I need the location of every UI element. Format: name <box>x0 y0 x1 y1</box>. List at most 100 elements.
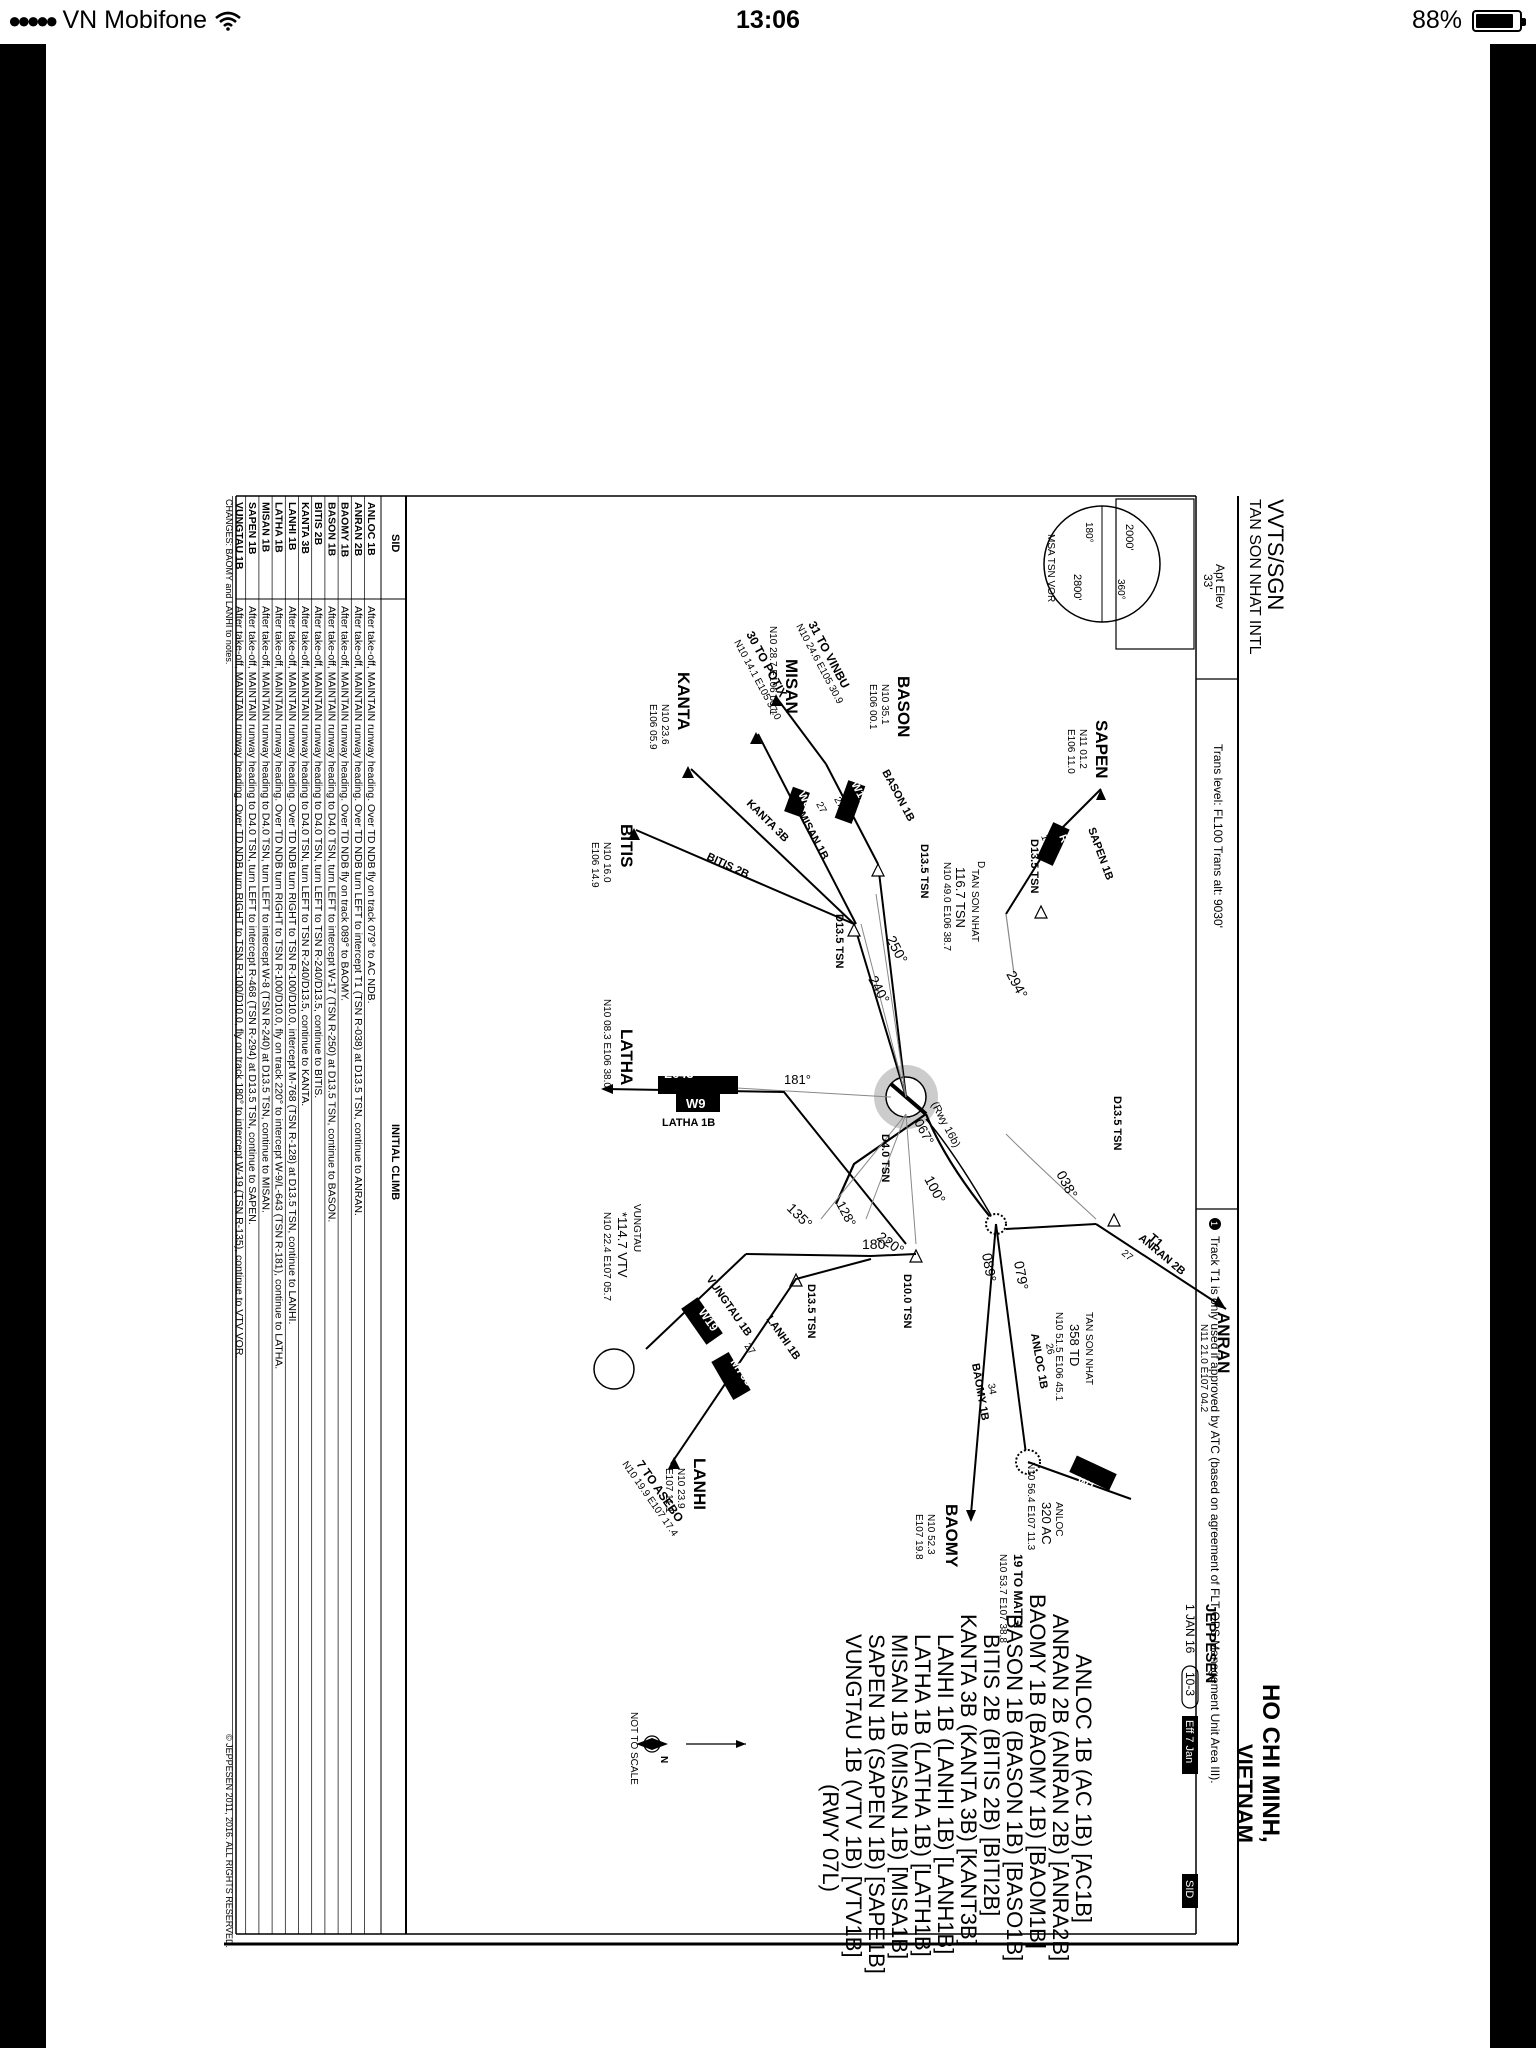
bason-waypoint-icon <box>771 694 782 706</box>
navaid-tsn-freq: 116.7 TSN <box>953 867 968 928</box>
route-sapen-1b: SAPEN 1B <box>1085 826 1115 882</box>
l643-box <box>658 1076 738 1094</box>
chart-note: Track T1 is only used if approved by ATC… <box>1208 1236 1222 1784</box>
lanhi-waypoint-icon <box>668 1457 680 1469</box>
deg-135: 135° <box>784 1200 816 1232</box>
battery-icon <box>1472 9 1526 32</box>
deg-128: 128° <box>833 1198 859 1229</box>
copyright: © JEPPESEN 2011, 2016. ALL RIGHTS RESERV… <box>224 1734 234 1948</box>
airport-name: TAN SON NHAT INTL <box>1246 499 1263 655</box>
deg-180: 180° <box>862 1236 891 1252</box>
d40-to-d135-track <box>853 923 907 1098</box>
sapen-waypoint-icon <box>1096 789 1106 800</box>
title-line-1: ANLOC 1B (AC 1B) [AC1B] <box>1071 1654 1096 1923</box>
fix-d135-anran: D13.5 TSN <box>1111 1096 1123 1150</box>
anran-waypoint-icon <box>1214 1296 1226 1309</box>
changes-note: CHANGES: BAOMY and LANHI to notes. <box>224 499 234 664</box>
waypoint-bitis: BITIS <box>617 824 636 867</box>
radial-181 <box>718 1086 892 1098</box>
sid-chart[interactable]: VVTS/SGN TAN SON NHAT INTL HO CHI MINH, … <box>46 44 1490 2048</box>
table-row-text: After take-off, MAINTAIN runway heading.… <box>233 606 245 1358</box>
coords-kanta: E106 05.9 <box>647 704 658 750</box>
w1-track <box>1027 1461 1132 1500</box>
deg-079: 079° <box>1011 1260 1032 1291</box>
coords-anran: N11 21.0 E107 04.2 <box>1198 1324 1209 1413</box>
waypoint-lanhi: LANHI <box>690 1458 709 1510</box>
coords-bason: E106 00.1 <box>867 684 878 730</box>
navaid-td-freq: 358 TD <box>1067 1324 1082 1366</box>
w19-box <box>681 1297 723 1345</box>
table-row-sid: ANRAN 2B <box>352 502 364 557</box>
airway-w9: W9 <box>686 1096 706 1111</box>
w9-box <box>676 1094 720 1112</box>
signal-dots-icon: ●●●●● <box>8 7 58 33</box>
deg-038: 038° <box>1053 1168 1081 1201</box>
msa-360: 360° <box>1115 579 1126 600</box>
chart-date: 1 JAN 16 <box>1183 1604 1197 1654</box>
navaid-tsn-coords: N10 49.0 E106 38.7 <box>941 862 952 951</box>
table-row-text: After take-off, MAINTAIN runway heading … <box>312 606 324 1098</box>
trans-info: Trans level: FL100 Trans alt: 9030' <box>1211 744 1225 928</box>
coords-latha: N10 08.3 E106 38.0 <box>601 999 612 1088</box>
chart-page[interactable]: VVTS/SGN TAN SON NHAT INTL HO CHI MINH, … <box>46 44 1490 2048</box>
navaid-td-name: TAN SON NHAT <box>1083 1312 1094 1385</box>
title-line-10: SAPEN 1B (SAPEN 1B) [SAPE1B] <box>864 1634 889 1974</box>
radial-135 <box>820 1113 907 1220</box>
note-marker-icon <box>1209 1218 1221 1230</box>
w8-box <box>784 786 810 818</box>
wifi-icon <box>215 11 241 31</box>
airport-code: VVTS/SGN <box>1263 499 1288 610</box>
title-line-5: BITIS 2B (BITIS 2B) [BITI2B] <box>979 1634 1004 1916</box>
table-row-sid: ANLOC 1B <box>365 502 377 556</box>
title-line-3: BAOMY 1B (BAOMY 1B) [BAOM1B] <box>1025 1594 1050 1949</box>
d135-bason-icon <box>871 862 885 877</box>
fix-d40-tsn: D4.0 TSN <box>879 1134 891 1182</box>
procedure-title-block: ANLOC 1B (AC 1B) [AC1B] ANRAN 2B (ANRAN … <box>818 1594 1096 1974</box>
table-row-text: After take-off, MAINTAIN runway heading … <box>325 606 337 1222</box>
waypoint-baomy: BAOMY <box>942 1504 961 1568</box>
status-right: 88% <box>1412 6 1526 35</box>
waypoint-kanta: KANTA <box>674 672 693 730</box>
dist-bason: 27 <box>831 795 846 810</box>
fix-d135-sapen: D13.5 TSN <box>1028 839 1040 893</box>
latha-track <box>605 1088 907 1245</box>
coords-bitis: E106 14.9 <box>589 842 600 888</box>
radial-038 <box>1005 1133 1097 1220</box>
coords-kanta: N10 23.6 <box>659 704 670 745</box>
route-anloc-1b: ANLOC 1B <box>1028 1332 1050 1390</box>
fix-d100-tsn: D10.0 TSN <box>901 1274 913 1328</box>
table-row-text: After take-off, MAINTAIN runway heading.… <box>339 606 351 1001</box>
radial-100 <box>905 1113 917 1245</box>
route-kanta-3b: KANTA 3B <box>744 798 791 845</box>
city-name: HO CHI MINH, <box>1257 1684 1284 1843</box>
navaid-vtv-name: VUNGTAU <box>631 1204 642 1252</box>
title-line-7: LANHI 1B (LANHI 1B) [LANH1B] <box>933 1634 958 1954</box>
table-row-sid: VUNGTAU 1B <box>233 502 245 570</box>
radial-128 <box>865 1113 907 1220</box>
vtv-vor-icon <box>593 1348 635 1390</box>
plan-view <box>593 694 1227 1522</box>
misan-track <box>757 733 857 925</box>
deg-067: 067° <box>911 1116 937 1147</box>
lanhi-track <box>670 1258 872 1465</box>
table-row-text: After take-off, MAINTAIN runway heading … <box>246 606 258 1225</box>
apt-elev-value: 33' <box>1201 574 1215 590</box>
sapen-track-2 <box>1055 788 1102 835</box>
msa-box <box>1115 498 1195 650</box>
fix-d135-kanta: D13.5 TSN <box>833 914 845 968</box>
w17-box <box>834 780 866 824</box>
sid-badge <box>1182 1874 1198 1908</box>
deg-294: 294° <box>1003 968 1031 1001</box>
navaid-vtv-coords: N10 22.4 E107 05.7 <box>601 1212 612 1301</box>
route-lanhi-1b: LANHI 1B <box>764 1314 803 1362</box>
coords-sapen: E106 11.0 <box>1065 729 1076 774</box>
route-latha-1b: LATHA 1B <box>662 1117 715 1129</box>
kanta-track <box>690 768 855 925</box>
sapen-radial <box>1005 913 1015 975</box>
msa-180: 180° <box>1083 522 1094 543</box>
clock: 13:06 <box>736 6 800 34</box>
d135-sapen-icon <box>1034 904 1048 919</box>
table-row-sid: LANHI 1B <box>286 502 298 551</box>
table-row-sid: BITIS 2B <box>312 502 324 546</box>
